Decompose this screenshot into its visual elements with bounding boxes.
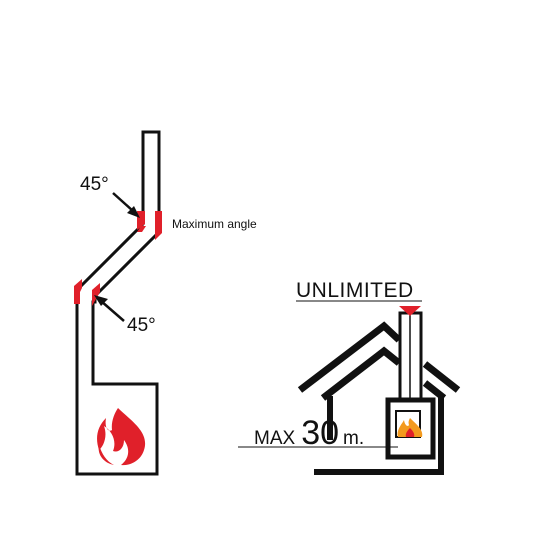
max-prefix: MAX xyxy=(254,428,296,449)
flame-icon xyxy=(397,418,423,437)
roof-outer xyxy=(297,321,402,393)
unlimited-label: UNLIMITED xyxy=(296,279,414,302)
arrow-icon xyxy=(127,206,140,218)
roof-outer-right xyxy=(422,361,461,393)
stove-body xyxy=(385,397,436,460)
flame-icon xyxy=(97,408,146,466)
maximum-angle-note: Maximum angle xyxy=(172,217,257,231)
downward-arrow-icon xyxy=(399,306,421,316)
max-value: 30 xyxy=(301,414,339,452)
max-unit: m. xyxy=(343,428,364,449)
bottom-angle-label: 45° xyxy=(127,315,156,336)
top-angle-arrow-line xyxy=(112,192,134,212)
bottom-elbow-marker xyxy=(74,279,100,306)
top-elbow-marker xyxy=(137,211,162,240)
arrow-icon xyxy=(94,295,108,306)
roof-inner xyxy=(320,346,402,401)
angled-flue-diagram: 45° 45° Maximum angle xyxy=(74,130,257,476)
top-angle-label: 45° xyxy=(80,174,109,195)
bottom-angle-arrow-line xyxy=(100,300,125,322)
roof-inner-right xyxy=(422,380,447,401)
